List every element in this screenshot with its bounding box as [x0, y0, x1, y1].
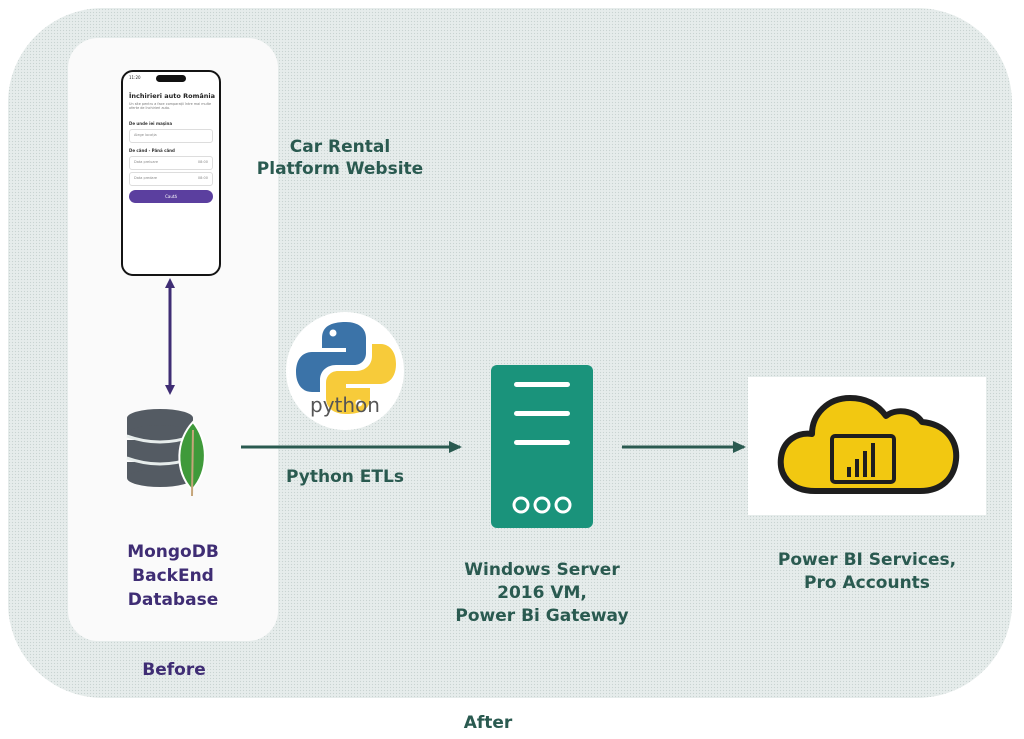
mongodb-label-line1: MongoDB — [127, 542, 219, 562]
dates-label: De când - Până când — [129, 148, 175, 153]
date-return-label: Data predare — [134, 176, 158, 180]
mongodb-label-line3: Database — [127, 590, 219, 610]
server-label: Windows Server 2016 VM, Power Bi Gateway — [432, 559, 652, 628]
website-label-line2: Platform Website — [256, 159, 424, 179]
power-bi-cloud-icon — [777, 395, 960, 494]
date-pickup-field: Data preluare 08:00 — [129, 156, 213, 170]
pickup-label: De unde iei mașina — [129, 121, 173, 126]
after-zone-label: After — [463, 713, 513, 733]
server-icon — [491, 365, 593, 528]
pickup-field: Alege locația — [129, 129, 213, 143]
smartphone-icon: 11:20 Închirieri auto România Un site pe… — [121, 70, 221, 276]
mongodb-label: MongoDB BackEnd Database — [98, 540, 248, 612]
server-label-line1: Windows Server — [464, 560, 620, 580]
date-pickup-value: 08:00 — [197, 160, 208, 164]
date-return-field: Data predare 08:00 — [129, 172, 213, 186]
phone-time: 11:20 — [129, 75, 141, 80]
pickup-placeholder: Alege locația — [134, 133, 157, 137]
phone-notch — [156, 75, 186, 82]
phone-title: Închirieri auto România — [129, 92, 216, 100]
powerbi-label-line2: Pro Accounts — [804, 573, 930, 593]
website-label: Car Rental Platform Website — [240, 136, 440, 180]
python-logo-text: python — [310, 393, 380, 417]
python-logo-icon — [296, 322, 396, 414]
phone-search-button: Caută — [129, 190, 213, 203]
powerbi-label: Power BI Services, Pro Accounts — [752, 549, 982, 595]
date-pickup-label: Data preluare — [134, 160, 159, 164]
server-label-line3: Power Bi Gateway — [455, 606, 629, 626]
before-zone-label: Before — [142, 660, 206, 680]
date-return-value: 08:00 — [197, 176, 208, 180]
website-label-line1: Car Rental — [289, 137, 391, 157]
mongodb-label-line2: BackEnd — [132, 566, 214, 586]
database-leaf-icon — [126, 409, 206, 497]
powerbi-label-line1: Power BI Services, — [777, 550, 957, 570]
python-etls-label: Python ETLs — [286, 467, 404, 487]
server-label-line2: 2016 VM, — [497, 583, 587, 603]
phone-subtitle: Un site pentru a face comparații între m… — [129, 102, 212, 111]
